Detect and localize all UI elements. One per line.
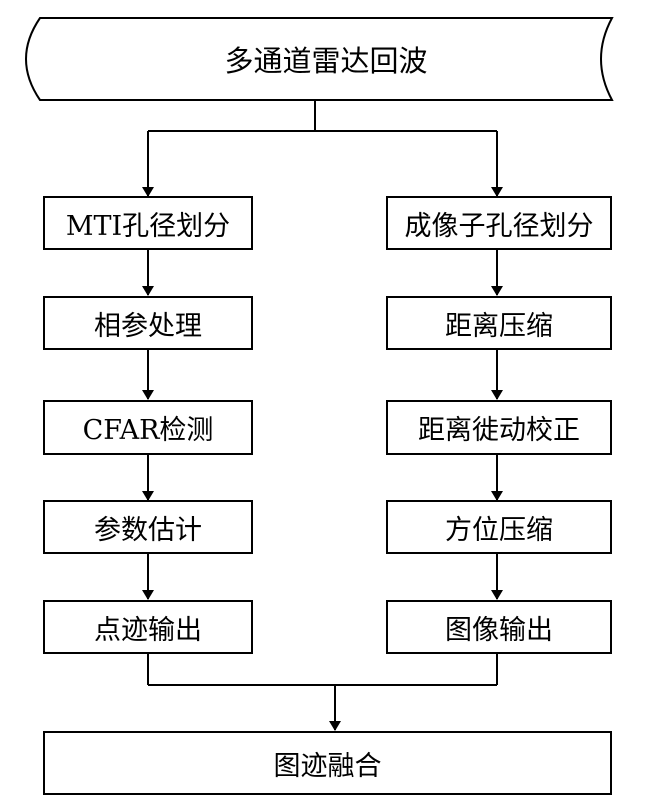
image-plot-fusion-box: 图迹融合 — [43, 731, 612, 795]
azimuth-compression-label: 方位压缩 — [445, 514, 553, 546]
cfar-detection-label: CFAR检测 — [82, 415, 214, 446]
image-output-box: 图像输出 — [386, 600, 612, 654]
mti-aperture-partition-label: MTI孔径划分 — [65, 210, 231, 242]
coherent-processing-label: 相参处理 — [94, 310, 202, 342]
imaging-subaperture-partition-box: 成像子孔径划分 — [386, 196, 612, 250]
range-compression-box: 距离压缩 — [386, 296, 612, 350]
azimuth-compression-box: 方位压缩 — [386, 500, 612, 554]
coherent-processing-box: 相参处理 — [43, 296, 253, 350]
source-node-label: 多通道雷达回波 — [224, 44, 428, 78]
range-migration-correction-box: 距离徙动校正 — [386, 400, 612, 455]
range-compression-label: 距离压缩 — [445, 310, 553, 342]
plot-output-box: 点迹输出 — [43, 600, 253, 654]
image-plot-fusion-label: 图迹融合 — [273, 750, 382, 782]
cfar-detection-box: CFAR检测 — [43, 400, 253, 455]
parameter-estimation-label: 参数估计 — [94, 514, 202, 546]
imaging-subaperture-partition-label: 成像子孔径划分 — [404, 210, 594, 242]
plot-output-label: 点迹输出 — [94, 614, 202, 646]
parameter-estimation-box: 参数估计 — [43, 500, 253, 554]
mti-aperture-partition-box: MTI孔径划分 — [43, 196, 253, 250]
source-node-shape — [25, 17, 614, 101]
image-output-label: 图像输出 — [445, 614, 553, 646]
source-node: 多通道雷达回波 — [40, 18, 612, 100]
range-migration-correction-label: 距离徙动校正 — [418, 415, 580, 446]
